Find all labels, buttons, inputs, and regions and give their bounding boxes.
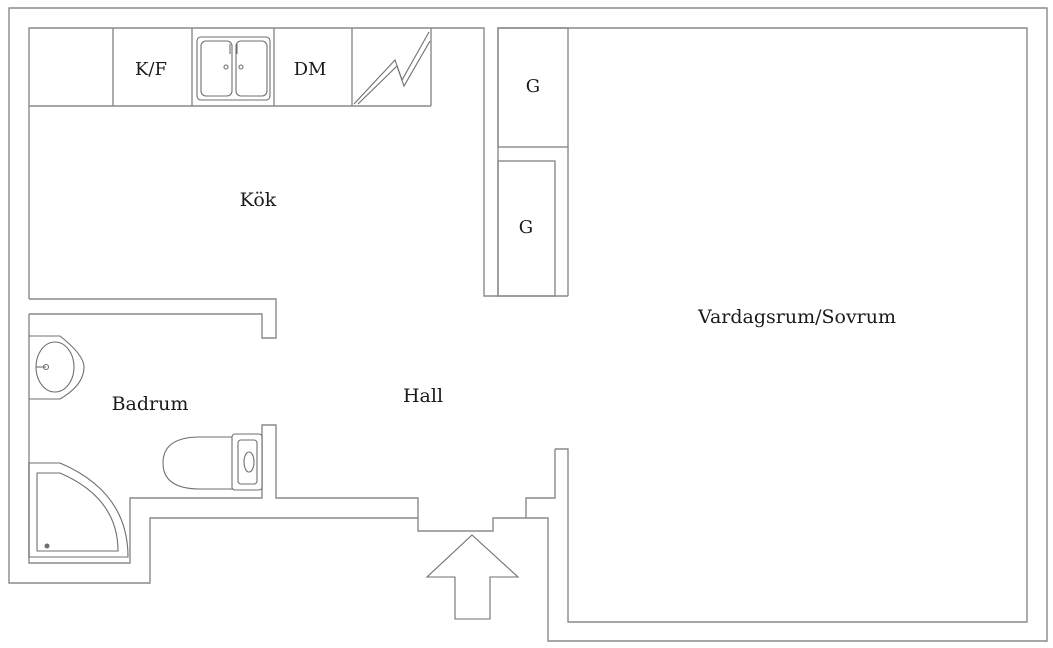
- wardrobe-upper: [497, 27, 569, 148]
- kitchen-inner-wall: [28, 27, 498, 299]
- entrance-arrow-icon: [425, 534, 520, 620]
- corner-shower-icon: [28, 462, 129, 558]
- label-kf: K/F: [135, 59, 167, 80]
- label-wardrobe-lower: G: [519, 217, 533, 238]
- label-bathroom: Badrum: [112, 393, 189, 415]
- label-living-bedroom: Vardagsrum/Sovrum: [697, 306, 896, 328]
- toilet-icon: [162, 433, 263, 491]
- label-kitchen: Kök: [240, 189, 277, 211]
- washbasin-icon: [29, 335, 85, 400]
- label-hall: Hall: [403, 385, 443, 407]
- label-wardrobe-upper: G: [526, 76, 540, 97]
- stove-icon: [353, 31, 431, 105]
- living-wall-stub: [525, 449, 556, 518]
- outer-wall: [8, 7, 1048, 642]
- label-dm: DM: [294, 59, 327, 80]
- kitchen-sink-icon: [196, 36, 271, 101]
- kitchen-bath-partition: [29, 298, 277, 339]
